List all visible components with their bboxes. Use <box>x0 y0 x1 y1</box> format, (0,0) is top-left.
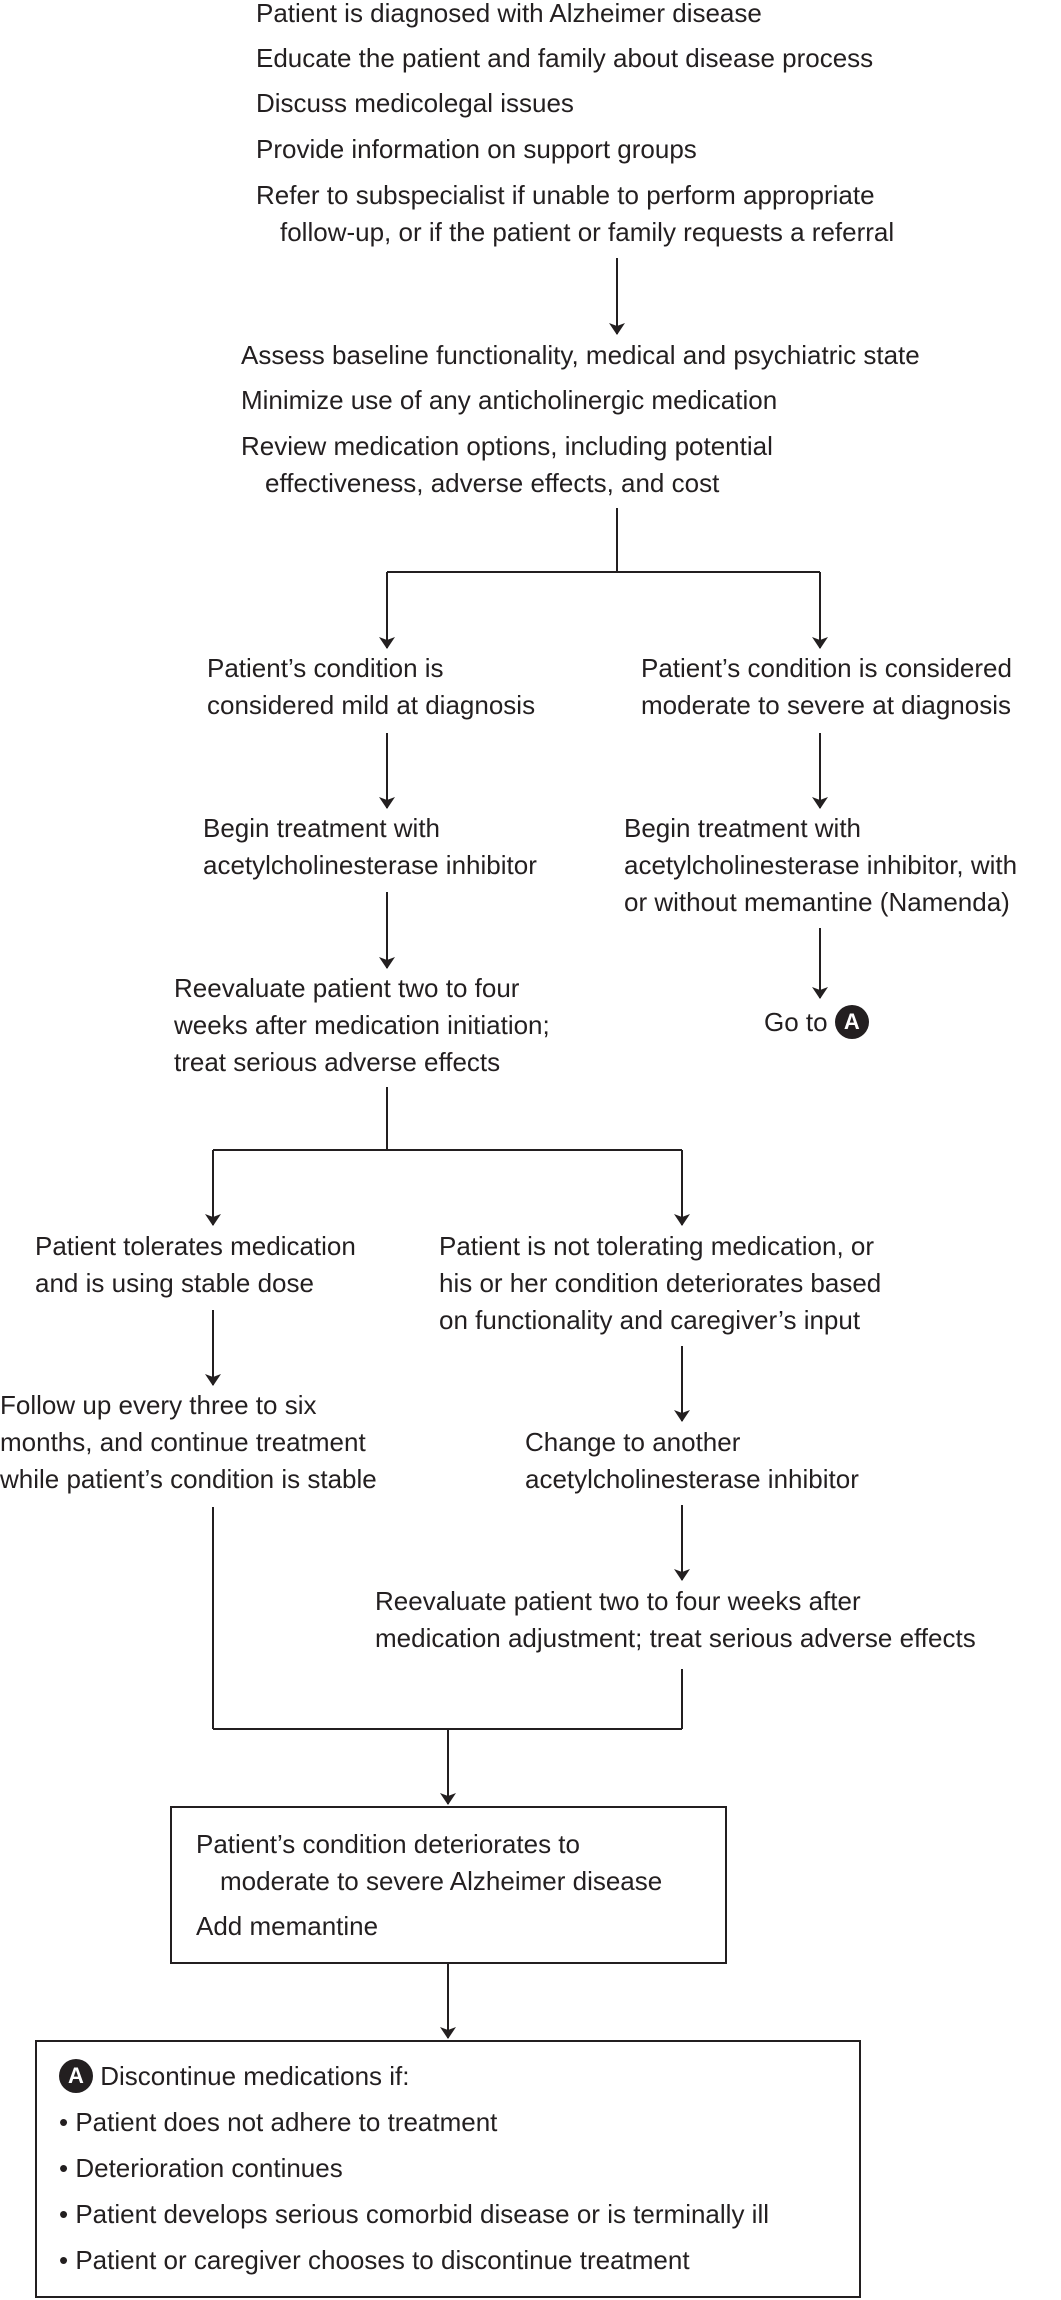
review-text-line2: effectiveness, adverse effects, and cost <box>265 468 720 498</box>
discontinue-item: • Deterioration continues <box>59 2150 343 2187</box>
mild-reeval-line2: weeks after medication initiation; <box>174 1010 550 1040</box>
severe-treatment-line1: Begin treatment with <box>624 813 862 843</box>
discontinue-box: A Discontinue medications if: • Patient … <box>35 2040 861 2298</box>
bullet: • <box>59 2199 69 2229</box>
discontinue-item: • Patient or caregiver chooses to discon… <box>59 2242 690 2279</box>
discontinue-a-marker: A <box>59 2059 93 2094</box>
tolerates-line1: Patient tolerates medication <box>35 1231 356 1261</box>
discontinue-title: A Discontinue medications if: <box>59 2058 410 2095</box>
severe-condition-line2: moderate to severe at diagnosis <box>641 690 1011 720</box>
discontinue-item-text: Patient does not adhere to treatment <box>75 2107 498 2137</box>
mild-reeval-line3: treat serious adverse effects <box>174 1047 501 1077</box>
change-line2: acetylcholinesterase inhibitor <box>525 1464 859 1494</box>
minimize-text: Minimize use of any anticholinergic medi… <box>241 385 778 415</box>
reeval2-line2: medication adjustment; treat serious adv… <box>375 1623 976 1653</box>
deteriorates-box: Patient’s condition deteriorates to mode… <box>170 1806 727 1964</box>
not-tolerating-line2: his or her condition deteriorates based <box>439 1268 882 1298</box>
mild-treatment-line1: Begin treatment with <box>203 813 441 843</box>
goto-text: Go to A <box>764 1004 869 1041</box>
followup-line1: Follow up every three to six <box>0 1390 317 1420</box>
deteriorates-line2: moderate to severe Alzheimer disease <box>220 1866 663 1896</box>
review-text-line1: Review medication options, including pot… <box>241 431 773 461</box>
diagnosis-text: Patient is diagnosed with Alzheimer dise… <box>256 0 762 28</box>
bullet: • <box>59 2153 69 2183</box>
medicolegal-text: Discuss medicolegal issues <box>256 88 574 118</box>
add-memantine-text: Add memantine <box>196 1911 379 1941</box>
assess-text: Assess baseline functionality, medical a… <box>241 340 920 370</box>
followup-line2: months, and continue treatment <box>0 1427 366 1457</box>
goto-label: Go to <box>764 1007 828 1037</box>
discontinue-title-text: Discontinue medications if: <box>100 2061 410 2091</box>
severe-treatment-line2: acetylcholinesterase inhibitor, with <box>624 850 1018 880</box>
severe-treatment-line3: or without memantine (Namenda) <box>624 887 1010 917</box>
mild-condition-line1: Patient’s condition is <box>207 653 444 683</box>
not-tolerating-line3: on functionality and caregiver’s input <box>439 1305 861 1335</box>
goto-a-marker: A <box>834 1005 869 1040</box>
discontinue-item-text: Patient develops serious comorbid diseas… <box>75 2199 769 2229</box>
reeval2-line1: Reevaluate patient two to four weeks aft… <box>375 1586 861 1616</box>
educate-text: Educate the patient and family about dis… <box>256 43 874 73</box>
discontinue-item-text: Deterioration continues <box>75 2153 343 2183</box>
mild-condition-line2: considered mild at diagnosis <box>207 690 536 720</box>
bullet: • <box>59 2245 69 2275</box>
mild-reeval-line1: Reevaluate patient two to four <box>174 973 520 1003</box>
mild-treatment-line2: acetylcholinesterase inhibitor <box>203 850 537 880</box>
discontinue-item: • Patient does not adhere to treatment <box>59 2104 497 2141</box>
followup-line3: while patient’s condition is stable <box>0 1464 377 1494</box>
deteriorates-line1: Patient’s condition deteriorates to <box>196 1829 580 1859</box>
not-tolerating-line1: Patient is not tolerating medication, or <box>439 1231 875 1261</box>
refer-text-line1: Refer to subspecialist if unable to perf… <box>256 180 875 210</box>
severe-condition-line1: Patient’s condition is considered <box>641 653 1012 683</box>
tolerates-line2: and is using stable dose <box>35 1268 314 1298</box>
support-groups-text: Provide information on support groups <box>256 134 697 164</box>
refer-text-line2: follow-up, or if the patient or family r… <box>280 217 895 247</box>
discontinue-item: • Patient develops serious comorbid dise… <box>59 2196 769 2233</box>
discontinue-item-text: Patient or caregiver chooses to disconti… <box>75 2245 690 2275</box>
bullet: • <box>59 2107 69 2137</box>
change-line1: Change to another <box>525 1427 741 1457</box>
